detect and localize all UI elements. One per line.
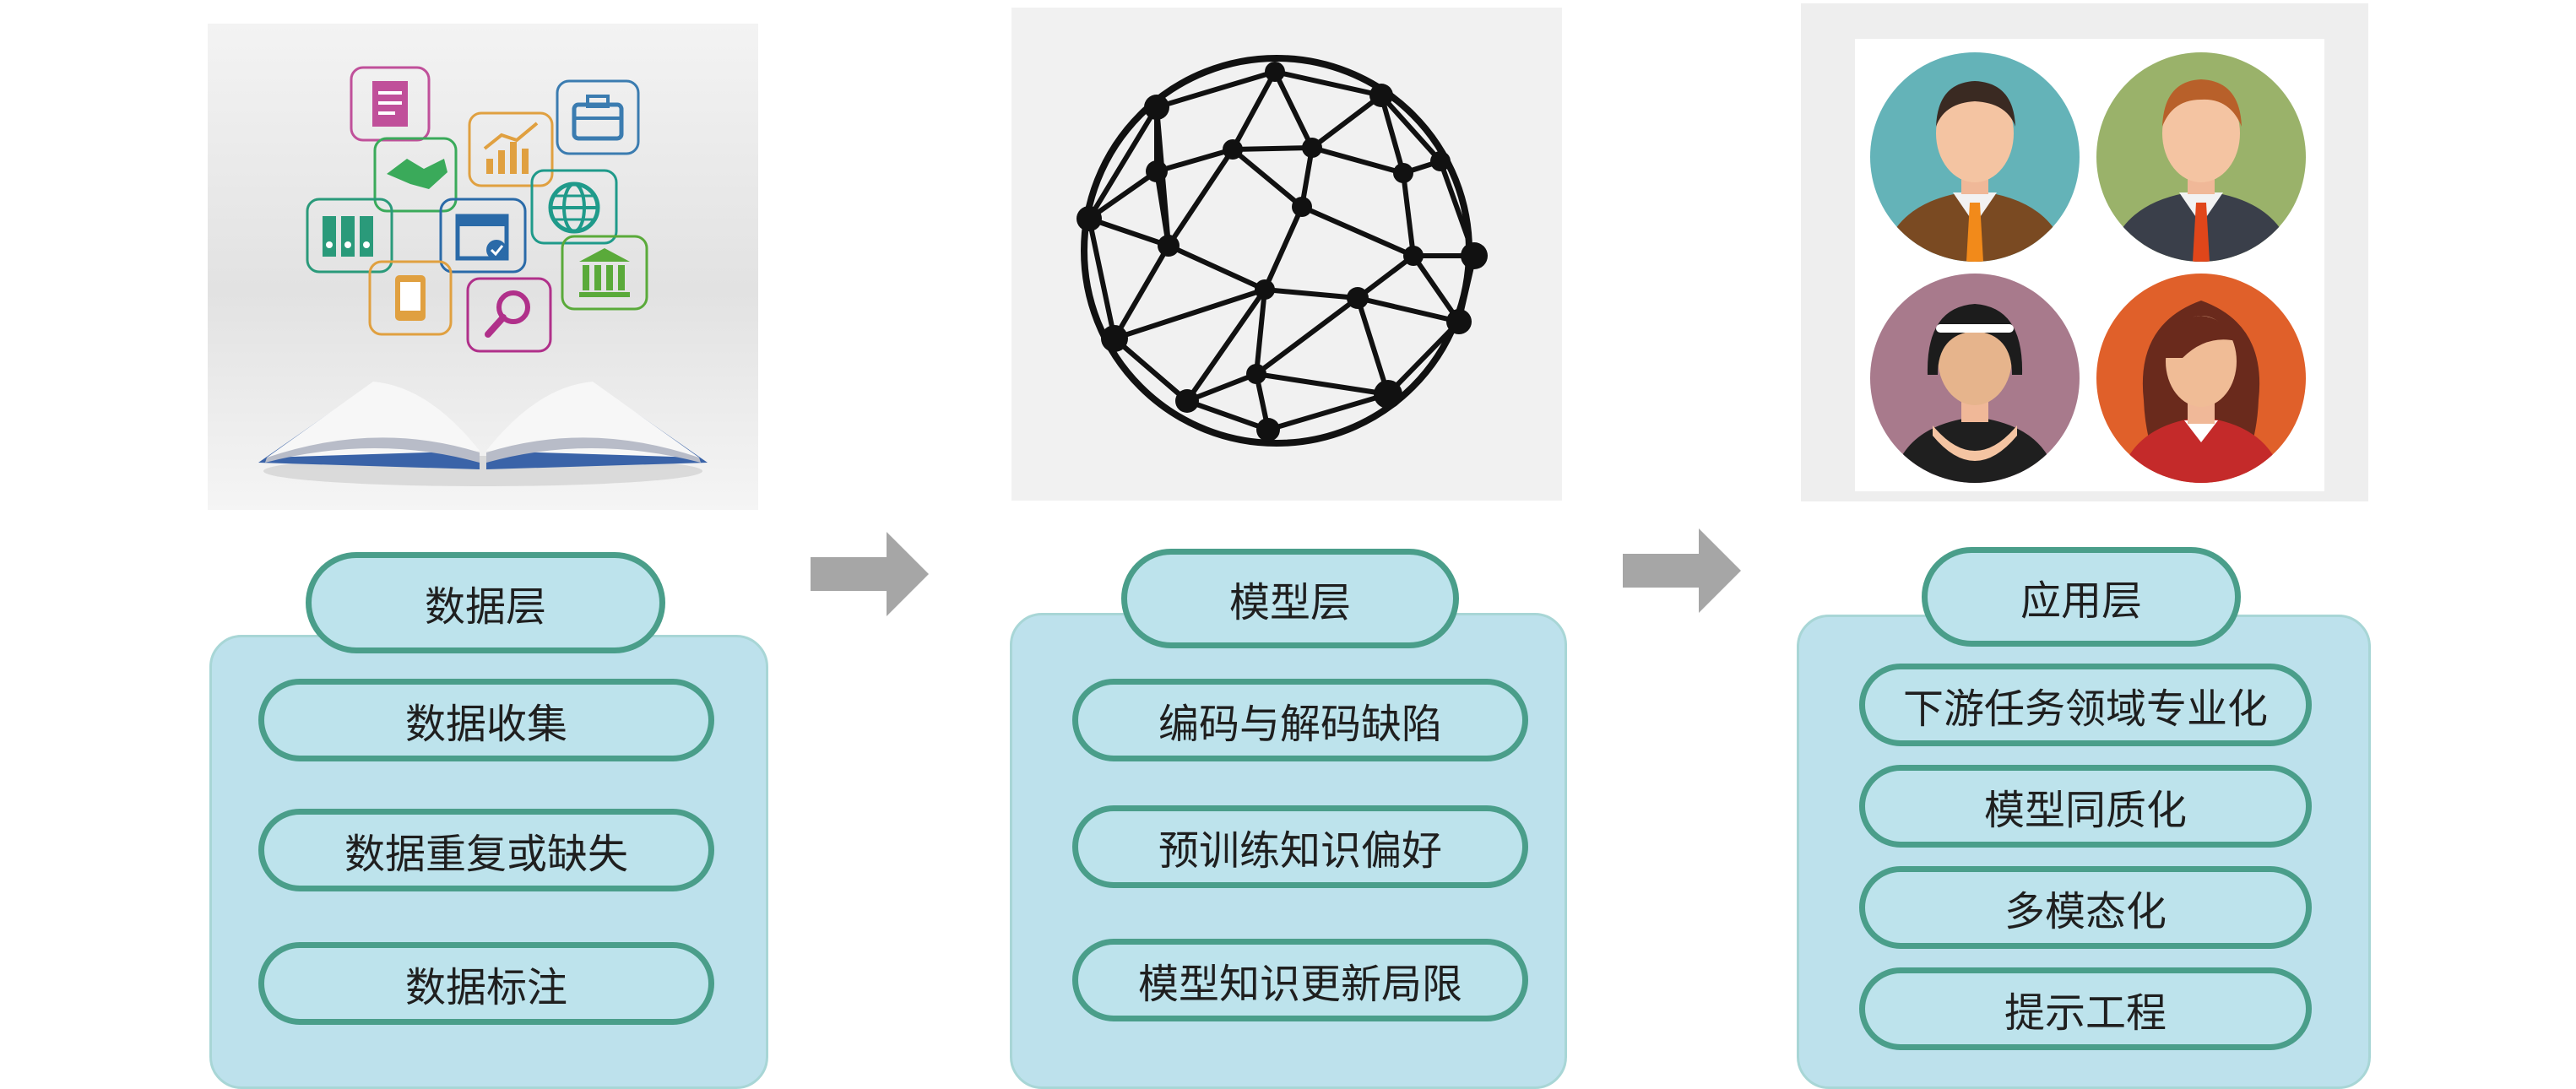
magnifier-icon xyxy=(466,277,552,353)
briefcase-icon xyxy=(556,79,640,155)
arrow-right-icon xyxy=(811,532,929,616)
model-layer-item: 编码与解码缺陷 xyxy=(1072,679,1528,761)
data-layer-illustration xyxy=(208,24,758,510)
application-layer-item: 模型同质化 xyxy=(1859,765,2312,848)
globe-icon xyxy=(530,169,618,245)
model-layer-title: 模型层 xyxy=(1121,549,1459,648)
application-layer-illustration xyxy=(1801,3,2368,501)
application-layer-item: 多模态化 xyxy=(1859,866,2312,949)
four-user-avatars xyxy=(1870,52,2306,483)
handshake-icon xyxy=(373,137,458,213)
data-layer-item: 数据重复或缺失 xyxy=(258,809,714,891)
avatar-man-teal xyxy=(1870,52,2080,262)
book-with-data-icons xyxy=(258,66,708,486)
application-layer-item: 下游任务领域专业化 xyxy=(1859,664,2312,746)
application-layer-title: 应用层 xyxy=(1922,547,2241,647)
tablet-icon xyxy=(368,260,453,336)
avatar-man-green xyxy=(2096,52,2306,262)
data-layer-item: 数据收集 xyxy=(258,679,714,761)
data-layer-title: 数据层 xyxy=(306,552,665,653)
binders-icon xyxy=(306,198,393,274)
open-book xyxy=(258,382,708,486)
bank-icon xyxy=(561,235,648,311)
avatar-woman-orange xyxy=(2096,274,2306,483)
arrow-right-icon xyxy=(1623,528,1741,613)
model-layer-item: 模型知识更新局限 xyxy=(1072,939,1528,1021)
avatar-woman-mauve xyxy=(1870,274,2080,483)
model-layer-illustration xyxy=(1011,8,1562,501)
chart-icon xyxy=(468,111,554,187)
calendar-icon xyxy=(439,198,527,274)
document-icon xyxy=(350,66,431,142)
application-layer-item: 提示工程 xyxy=(1859,967,2312,1050)
network-sphere-icon xyxy=(1076,55,1488,447)
data-layer-item: 数据标注 xyxy=(258,942,714,1025)
model-layer-item: 预训练知识偏好 xyxy=(1072,805,1528,888)
